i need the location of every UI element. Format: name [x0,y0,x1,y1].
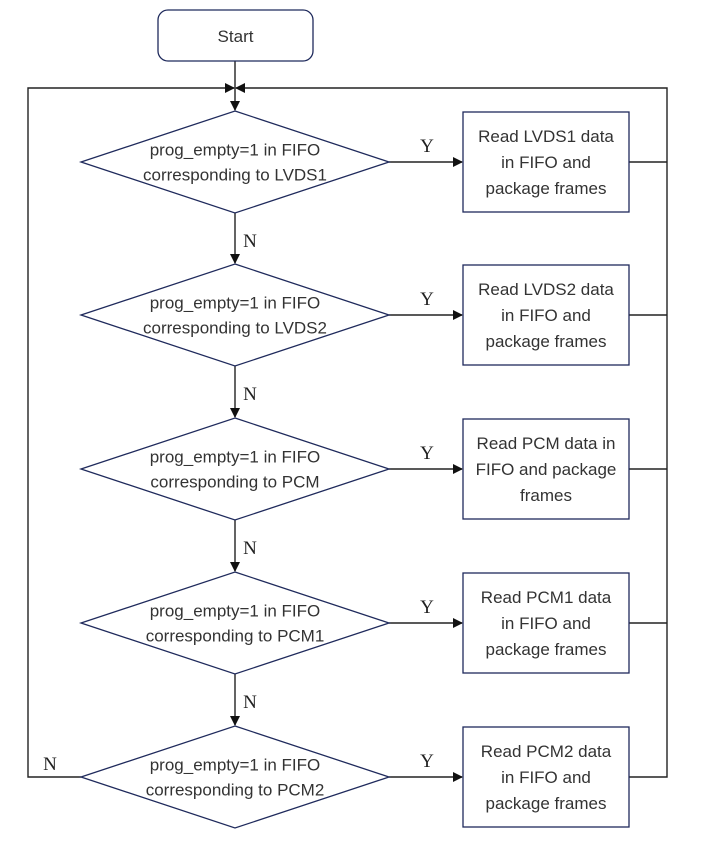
decision-text: corresponding to PCM1 [146,627,325,646]
start-shape [157,9,314,62]
action-text: Read LVDS2 data [478,280,614,299]
decision-text: prog_empty=1 in FIFO [150,448,321,467]
yes-label: Y [420,597,434,618]
action-text: package frames [486,179,607,198]
start-terminal: Start [157,9,314,62]
yes-label: Y [420,443,434,464]
decision-1: prog_empty=1 in FIFO corresponding to LVD… [78,110,392,214]
decision-text: corresponding to PCM2 [146,781,325,800]
no-label-last: N [43,754,57,775]
action-4: Read PCM1 data in FIFO and package frames [462,572,630,674]
action-text: in FIFO and [501,768,591,787]
action-box [462,418,630,520]
yes-label: Y [420,136,434,157]
no-label: N [243,231,257,252]
action-text: Read PCM data in [477,434,616,453]
decision-diamond [78,571,392,675]
start-label: Start [218,27,254,46]
action-text: in FIFO and [501,614,591,633]
decision-diamond [78,417,392,521]
action-text: in FIFO and [501,306,591,325]
decision-text: prog_empty=1 in FIFO [150,294,321,313]
decision-text: corresponding to PCM [150,473,319,492]
decision-diamond [78,263,392,367]
action-text: Read LVDS1 data [478,127,614,146]
action-text: package frames [486,640,607,659]
action-1: Read LVDS1 data in FIFO and package frames [462,111,630,213]
action-text: FIFO and package [476,460,617,479]
decision-5: prog_empty=1 in FIFO corresponding to PCM… [78,725,392,829]
action-2: Read LVDS2 data in FIFO and package frames [462,264,630,366]
no-label: N [243,538,257,559]
action-text: package frames [486,332,607,351]
decision-2: prog_empty=1 in FIFO corresponding to LVD… [78,263,392,367]
yes-label: Y [420,289,434,310]
action-text: in FIFO and [501,153,591,172]
decision-text: prog_empty=1 in FIFO [150,602,321,621]
no-label: N [243,692,257,713]
action-5: Read PCM2 data in FIFO and package frames [462,726,630,828]
action-3: Read PCM data in FIFO and package frames [462,418,630,520]
loop-back-right [235,83,668,778]
action-box [462,726,630,828]
action-text: Read PCM2 data [481,742,612,761]
action-text: package frames [486,794,607,813]
decision-diamond [78,725,392,829]
action-text: Read PCM1 data [481,588,612,607]
loop-back-left [27,83,235,778]
no-label: N [243,384,257,405]
decision-3: prog_empty=1 in FIFO corresponding to PCM [78,417,392,521]
decision-text: prog_empty=1 in FIFO [150,141,321,160]
yes-label: Y [420,751,434,772]
action-box [462,572,630,674]
action-box [462,111,630,213]
decision-text: corresponding to LVDS1 [143,166,327,185]
decision-4: prog_empty=1 in FIFO corresponding to PCM… [78,571,392,675]
action-box [462,264,630,366]
decision-text: prog_empty=1 in FIFO [150,756,321,775]
decision-diamond [78,110,392,214]
decision-text: corresponding to LVDS2 [143,319,327,338]
action-text: frames [520,486,572,505]
